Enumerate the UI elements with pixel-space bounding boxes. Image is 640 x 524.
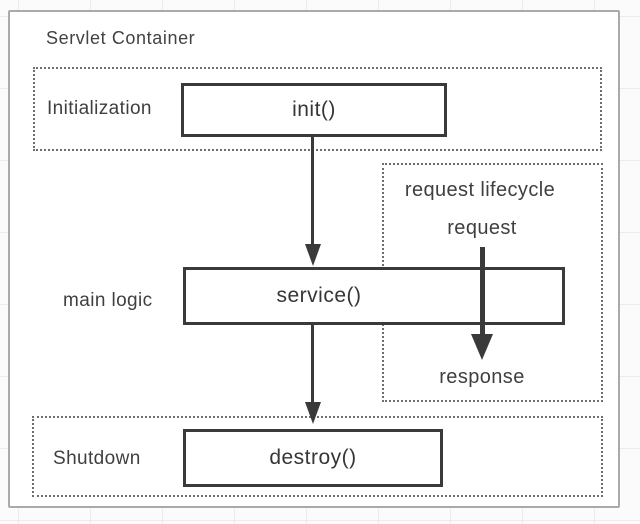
init-to-service-arrowhead-icon	[305, 244, 321, 266]
request-to-response-arrowhead-icon	[471, 334, 493, 360]
initialization-group-box	[33, 67, 602, 151]
init-method-box: init()	[181, 83, 447, 137]
service-to-destroy-arrowhead-icon	[305, 402, 321, 424]
request-to-response-arrow-line	[480, 247, 485, 335]
init-to-service-arrow-line	[311, 137, 314, 245]
request-label: request	[447, 217, 517, 239]
service-to-destroy-arrow-line	[311, 325, 314, 403]
servlet-container-title: Servlet Container	[46, 28, 196, 48]
destroy-method-box: destroy()	[183, 429, 443, 487]
service-method-text: service()	[276, 284, 362, 307]
initialization-label: Initialization	[47, 98, 152, 119]
main-logic-label: main logic	[63, 290, 153, 311]
request-lifecycle-label: request lifecycle	[404, 179, 556, 201]
response-label: response	[439, 366, 525, 388]
shutdown-label: Shutdown	[53, 448, 141, 469]
service-method-box: service()	[183, 267, 565, 325]
